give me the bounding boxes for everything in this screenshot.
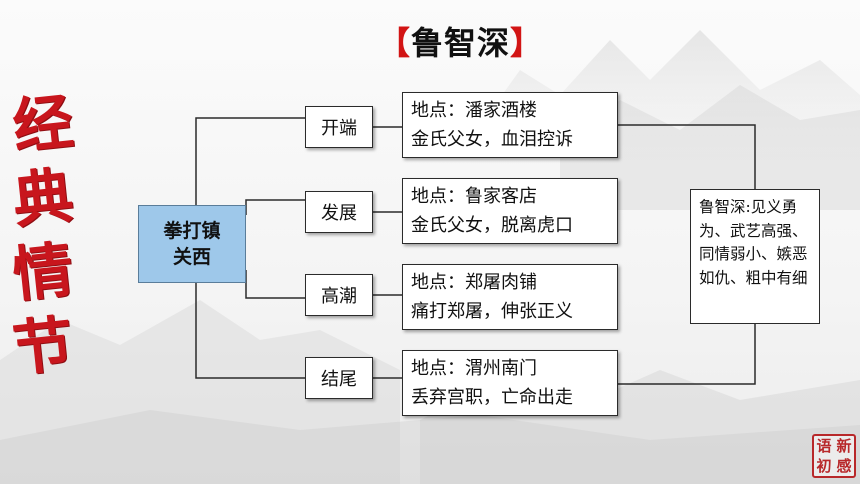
root-event-line1: 拳打镇 xyxy=(163,220,221,242)
detail-event: 金氏父女，脱离虎口 xyxy=(411,215,573,236)
detail-event: 痛打郑屠，伸张正义 xyxy=(411,301,573,322)
detail-location: 地点：郑屠肉铺 xyxy=(411,272,537,293)
detail-location: 地点：潘家酒楼 xyxy=(411,100,537,121)
seal-char: 初 xyxy=(816,457,832,475)
detail-box-development: 地点：鲁家客店 金氏父女，脱离虎口 xyxy=(402,178,618,244)
stage-label: 结尾 xyxy=(321,369,357,390)
title-bracket-left: 【 xyxy=(378,24,412,62)
detail-box-opening: 地点：潘家酒楼 金氏父女，血泪控诉 xyxy=(402,92,618,158)
character-summary-box: 鲁智深:见义勇为、武艺高强、同情弱小、嫉恶如仇、粗中有细 xyxy=(690,189,820,324)
stage-box-climax: 高潮 xyxy=(305,274,373,316)
stage-label: 发展 xyxy=(321,203,357,224)
stage-label: 开端 xyxy=(321,118,357,139)
vertical-title-char: 经 xyxy=(9,87,77,163)
title-bracket-right: 】 xyxy=(510,24,544,62)
detail-location: 地点：渭州南门 xyxy=(411,358,537,379)
detail-location: 地点：鲁家客店 xyxy=(411,186,537,207)
detail-box-climax: 地点：郑屠肉铺 痛打郑屠，伸张正义 xyxy=(402,264,618,330)
detail-box-ending: 地点：渭州南门 丢弃宫职，亡命出走 xyxy=(402,350,618,416)
character-summary-text: 鲁智深:见义勇为、武艺高强、同情弱小、嫉恶如仇、粗中有细 xyxy=(699,198,808,287)
vertical-title-char: 情 xyxy=(9,235,77,311)
vertical-section-title: 经 典 情 节 xyxy=(8,87,78,385)
vertical-title-char: 节 xyxy=(9,309,77,385)
detail-event: 金氏父女，血泪控诉 xyxy=(411,129,573,150)
seal-stamp-logo: 语 新 初 感 xyxy=(812,434,856,478)
detail-event: 丢弃宫职，亡命出走 xyxy=(411,387,573,408)
stage-label: 高潮 xyxy=(321,286,357,307)
stage-box-opening: 开端 xyxy=(305,106,373,148)
title-text: 鲁智深 xyxy=(411,24,511,62)
page-title: 【鲁智深】 xyxy=(378,18,543,64)
seal-char: 新 xyxy=(836,437,852,455)
stage-box-ending: 结尾 xyxy=(305,357,373,399)
vertical-title-char: 典 xyxy=(9,161,77,237)
root-event-line2: 关西 xyxy=(172,246,211,268)
stage-box-development: 发展 xyxy=(305,191,373,233)
seal-char: 感 xyxy=(836,457,852,475)
root-event-box: 拳打镇 关西 xyxy=(138,205,246,283)
seal-char: 语 xyxy=(816,437,832,455)
